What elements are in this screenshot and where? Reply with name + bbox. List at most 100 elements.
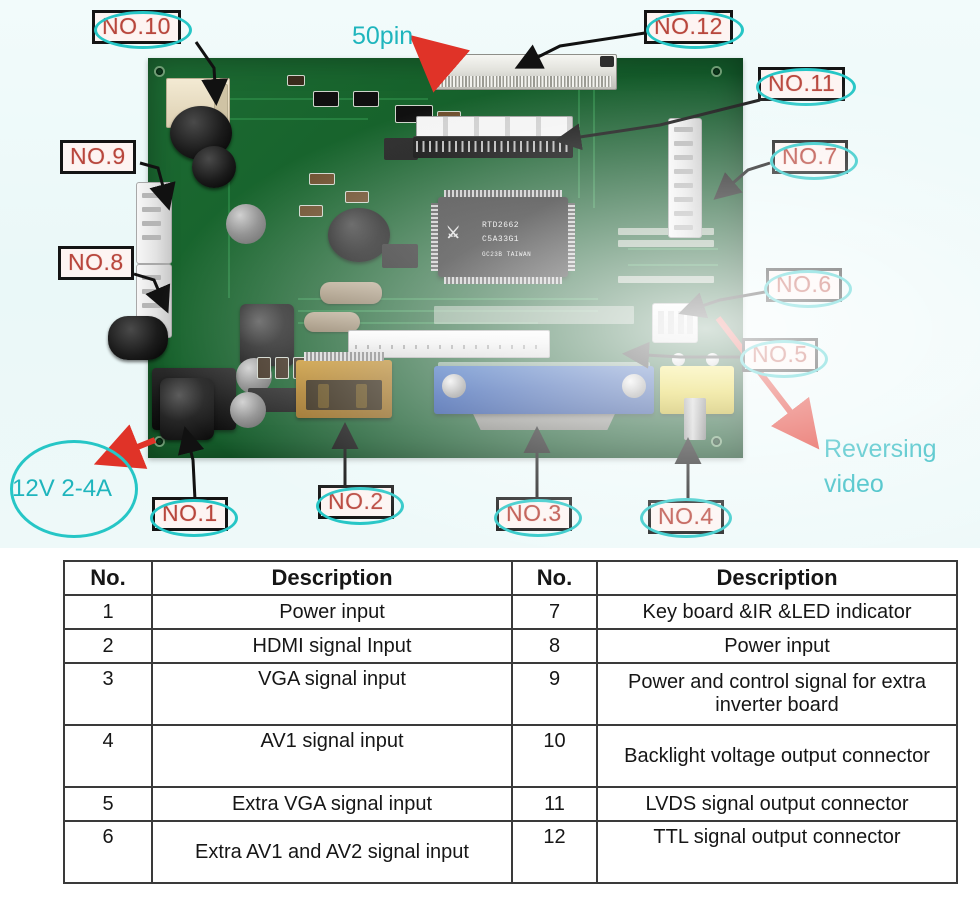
cell-desc: TTL signal output connector — [596, 820, 958, 884]
label-no11[interactable]: NO.11 — [758, 67, 846, 102]
header-desc-right: Description — [596, 560, 958, 596]
cell-no: 2 — [63, 628, 153, 664]
label-no6[interactable]: NO.6 — [766, 268, 842, 303]
label-no2[interactable]: NO.2 — [318, 485, 394, 520]
pcb-trace — [168, 118, 368, 120]
cell-desc: Power and control signal for extra inver… — [596, 662, 958, 726]
label-no9[interactable]: NO.9 — [60, 140, 136, 175]
capacitor — [226, 204, 266, 244]
cell-desc: HDMI signal Input — [151, 628, 513, 664]
cell-desc: Power input — [151, 594, 513, 630]
table-header-row: No. Description No. Description — [63, 560, 958, 596]
hdmi-connector — [296, 352, 392, 418]
inductor — [192, 146, 236, 188]
header-desc-left: Description — [151, 560, 513, 596]
header-no-right: No. — [511, 560, 598, 596]
connector-description-table: No. Description No. Description 1 Power … — [63, 560, 958, 884]
label-no7[interactable]: NO.7 — [772, 140, 848, 175]
keyboard-ir-connector — [668, 118, 702, 238]
pcb-pad — [618, 240, 714, 247]
header-no-left: No. — [63, 560, 153, 596]
cell-desc: Power input — [596, 628, 958, 664]
table-row: 6 Extra AV1 and AV2 signal input 12 TTL … — [63, 820, 958, 884]
label-no10[interactable]: NO.10 — [92, 10, 181, 45]
board-photo: ⚔ RTD2662 C5A33G1 GC23B TAIWAN — [0, 0, 980, 548]
table-row: 5 Extra VGA signal input 11 LVDS signal … — [63, 786, 958, 822]
lvds-header-black — [413, 136, 573, 158]
table-row: 4 AV1 signal input 10 Backlight voltage … — [63, 724, 958, 788]
cell-no: 8 — [511, 628, 598, 664]
extra-av-connector — [652, 303, 698, 343]
pcb-trace — [298, 322, 538, 324]
pcb-trace — [298, 298, 598, 300]
lvds-header-white — [416, 116, 573, 138]
mount-hole — [156, 438, 163, 445]
label-no4[interactable]: NO.4 — [648, 500, 724, 535]
cell-desc: AV1 signal input — [151, 724, 513, 788]
vga-connector — [434, 354, 654, 432]
cell-no: 1 — [63, 594, 153, 630]
inductor — [328, 208, 390, 262]
cell-desc: Extra AV1 and AV2 signal input — [151, 820, 513, 884]
smd-part — [314, 92, 338, 106]
crystal-oscillator — [304, 312, 360, 332]
smd-part — [258, 358, 270, 378]
pcb-trace — [593, 78, 595, 208]
ic-package — [382, 244, 418, 268]
pcb-trace — [168, 98, 428, 100]
smd-resistor — [310, 174, 334, 184]
av-rca-connector — [660, 353, 734, 440]
chip-line-2: C5A33G1 — [482, 235, 520, 244]
cell-no: 11 — [511, 786, 598, 822]
cell-no: 12 — [511, 820, 598, 884]
cell-no: 10 — [511, 724, 598, 788]
mount-hole — [156, 68, 163, 75]
chip-logo: ⚔ — [446, 225, 461, 242]
callout-50pin: 50pin — [352, 22, 414, 50]
cell-desc: Backlight voltage output connector — [596, 724, 958, 788]
callout-power-rating: 12V 2-4A — [12, 475, 113, 502]
inverter-connector-9 — [136, 182, 172, 264]
pcb-pad-row — [434, 306, 634, 324]
smd-part — [288, 76, 304, 85]
cell-no: 7 — [511, 594, 598, 630]
cell-no: 4 — [63, 724, 153, 788]
pcb-pad — [618, 228, 714, 235]
label-no12[interactable]: NO.12 — [644, 10, 733, 45]
mount-hole — [713, 68, 720, 75]
pcb-trace — [578, 78, 580, 198]
label-no3[interactable]: NO.3 — [496, 497, 572, 532]
controller-chip-rtd2662: ⚔ RTD2662 C5A33G1 GC23B TAIWAN — [431, 190, 575, 284]
cell-no: 3 — [63, 662, 153, 726]
smd-part — [354, 92, 378, 106]
pcb-trace — [628, 264, 718, 266]
smd-part — [276, 358, 288, 378]
mount-hole — [713, 438, 720, 445]
table-row: 1 Power input 7 Key board &IR &LED indic… — [63, 594, 958, 630]
ferrite-bead — [108, 316, 168, 360]
smd-resistor — [300, 206, 322, 216]
table-row: 2 HDMI signal Input 8 Power input — [63, 628, 958, 664]
callout-reversing-video-line1: Reversing — [824, 435, 937, 463]
electrolytic-capacitor — [160, 378, 214, 440]
electrolytic-capacitor — [240, 304, 294, 366]
chip-line-3: GC23B TAIWAN — [482, 251, 532, 258]
cell-desc: Extra VGA signal input — [151, 786, 513, 822]
label-no5[interactable]: NO.5 — [742, 338, 818, 373]
cell-desc: VGA signal input — [151, 662, 513, 726]
label-no1[interactable]: NO.1 — [152, 497, 228, 532]
pcb-pad — [618, 276, 714, 283]
ic-package — [384, 138, 418, 160]
cell-no: 5 — [63, 786, 153, 822]
crystal-oscillator — [320, 282, 382, 304]
cell-desc: Key board &IR &LED indicator — [596, 594, 958, 630]
cell-no: 9 — [511, 662, 598, 726]
cell-no: 6 — [63, 820, 153, 884]
table-body: 1 Power input 7 Key board &IR &LED indic… — [63, 594, 958, 884]
chip-line-1: RTD2662 — [482, 221, 520, 230]
pcb-trace — [628, 248, 718, 250]
callout-reversing-video-line2: video — [824, 470, 884, 498]
label-no8[interactable]: NO.8 — [58, 246, 134, 281]
smd-resistor — [346, 192, 368, 202]
table-row: 3 VGA signal input 9 Power and control s… — [63, 662, 958, 726]
